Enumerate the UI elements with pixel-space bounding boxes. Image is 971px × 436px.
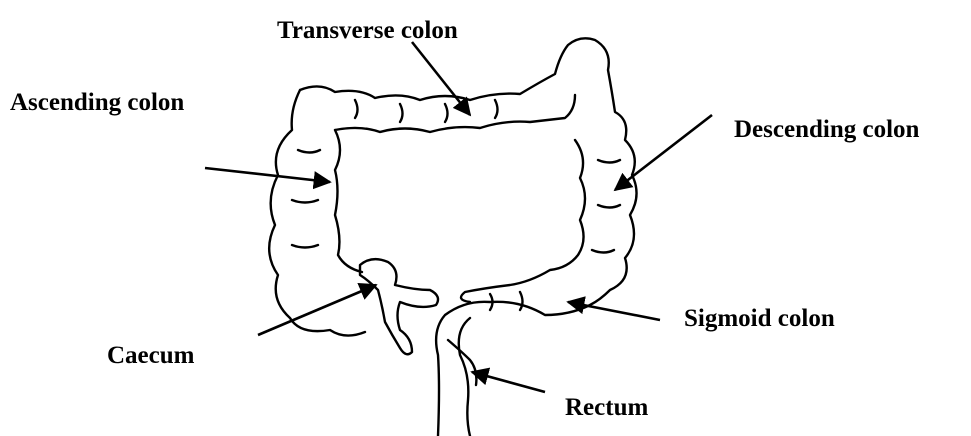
arrow-ascending: [205, 168, 330, 182]
label-transverse-colon: Transverse colon: [277, 17, 458, 44]
colon-drawing: [269, 38, 636, 436]
label-descending-colon: Descending colon: [734, 116, 920, 143]
haustra-marks: [292, 100, 620, 310]
caecum-outline: [360, 259, 438, 354]
label-caecum: Caecum: [107, 342, 195, 369]
arrow-transverse: [412, 42, 470, 115]
colon-outer-outline: [269, 38, 636, 436]
label-ascending-colon: Ascending colon: [10, 89, 184, 116]
label-sigmoid-colon: Sigmoid colon: [684, 305, 835, 332]
colon-inner-outline: [335, 95, 585, 436]
arrow-sigmoid: [568, 302, 660, 320]
labels: Transverse colon Ascending colon Descend…: [10, 17, 920, 421]
label-rectum: Rectum: [565, 394, 648, 421]
arrow-descending: [615, 115, 712, 190]
arrow-rectum: [472, 372, 545, 392]
